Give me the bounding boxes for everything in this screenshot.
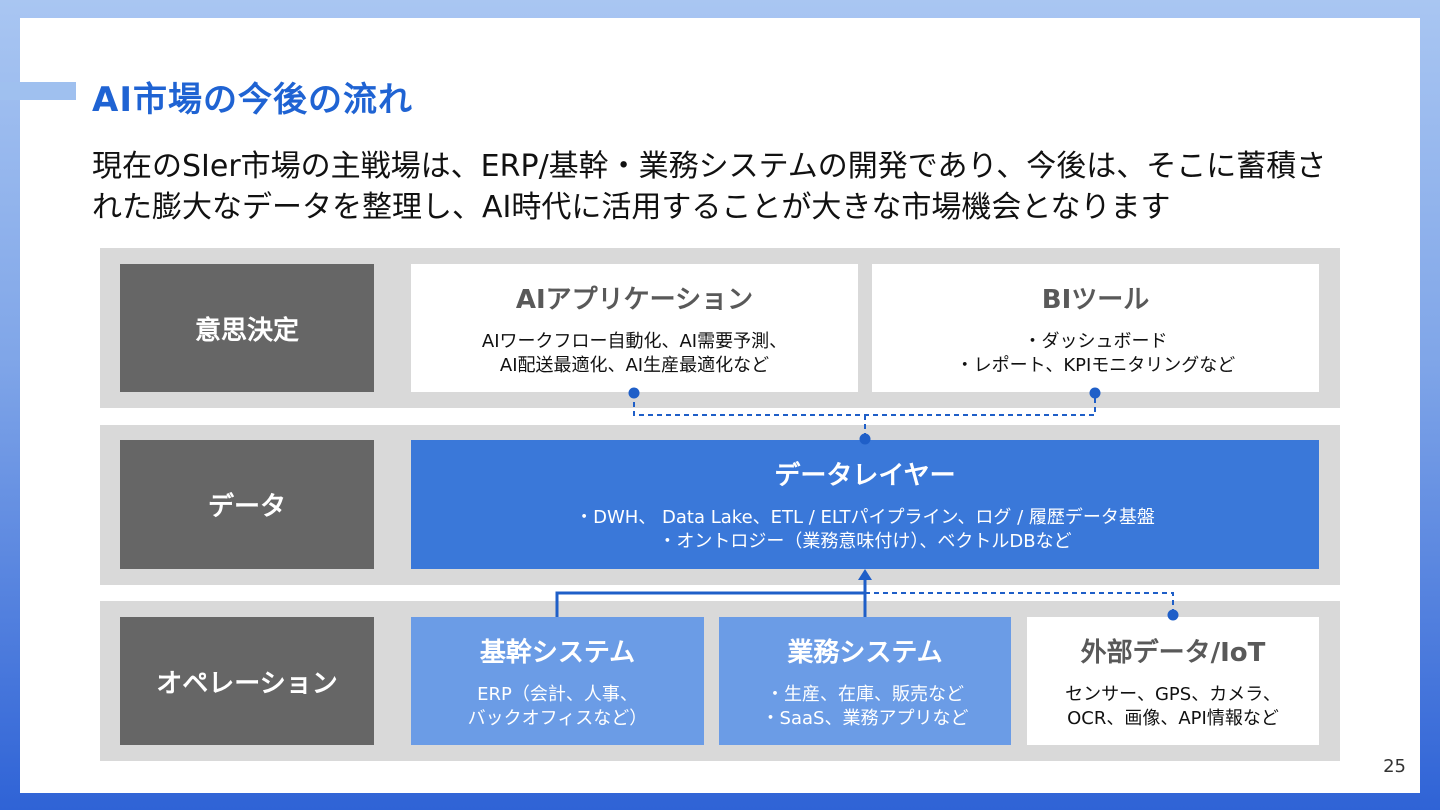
lead-text: 現在のSIer市場の主戦場は、ERP/基幹・業務システムの開発であり、今後は、そ… [92, 149, 1327, 225]
bi-tools-box: BIツール ・ダッシュボード ・レポート、KPIモニタリングなど [872, 264, 1319, 392]
data-layer-box: データレイヤー ・DWH、 Data Lake、ETL / ELTパイプライン、… [411, 440, 1319, 569]
decision-layer-label: 意思決定 [120, 264, 374, 392]
title-accent-bar [0, 82, 76, 100]
page-number: 25 [1383, 756, 1406, 777]
ai-applications-title: AIアプリケーション [515, 284, 754, 315]
core-systems-desc: ERP（会計、人事、 バックオフィスなど） [467, 683, 648, 729]
business-systems-box: 業務システム ・生産、在庫、販売など ・SaaS、業務アプリなど [719, 617, 1011, 745]
data-layer-title: データレイヤー [774, 461, 956, 491]
external-data-box: 外部データ/IoT センサー、GPS、カメラ、 OCR、画像、API情報など [1027, 617, 1319, 745]
external-data-title: 外部データ/IoT [1080, 637, 1266, 668]
data-layer-desc: ・DWH、 Data Lake、ETL / ELTパイプライン、ログ / 履歴デ… [575, 507, 1155, 552]
bi-tools-desc: ・ダッシュボード ・レポート、KPIモニタリングなど [955, 330, 1236, 376]
bi-tools-title: BIツール [1041, 284, 1150, 315]
business-systems-title: 業務システム [787, 637, 943, 668]
core-systems-title: 基幹システム [479, 637, 636, 668]
external-data-desc: センサー、GPS、カメラ、 OCR、画像、API情報など [1065, 683, 1281, 729]
slide-title: AI市場の今後の流れ [92, 80, 413, 120]
core-systems-box: 基幹システム ERP（会計、人事、 バックオフィスなど） [411, 617, 704, 745]
ai-applications-box: AIアプリケーション AIワークフロー自動化、AI需要予測、 AI配送最適化、A… [411, 264, 858, 392]
data-layer-label: データ [120, 440, 374, 569]
business-systems-desc: ・生産、在庫、販売など ・SaaS、業務アプリなど [761, 683, 969, 729]
ai-applications-desc: AIワークフロー自動化、AI需要予測、 AI配送最適化、AI生産最適化など [481, 330, 788, 376]
operation-layer-label: オペレーション [120, 617, 374, 745]
